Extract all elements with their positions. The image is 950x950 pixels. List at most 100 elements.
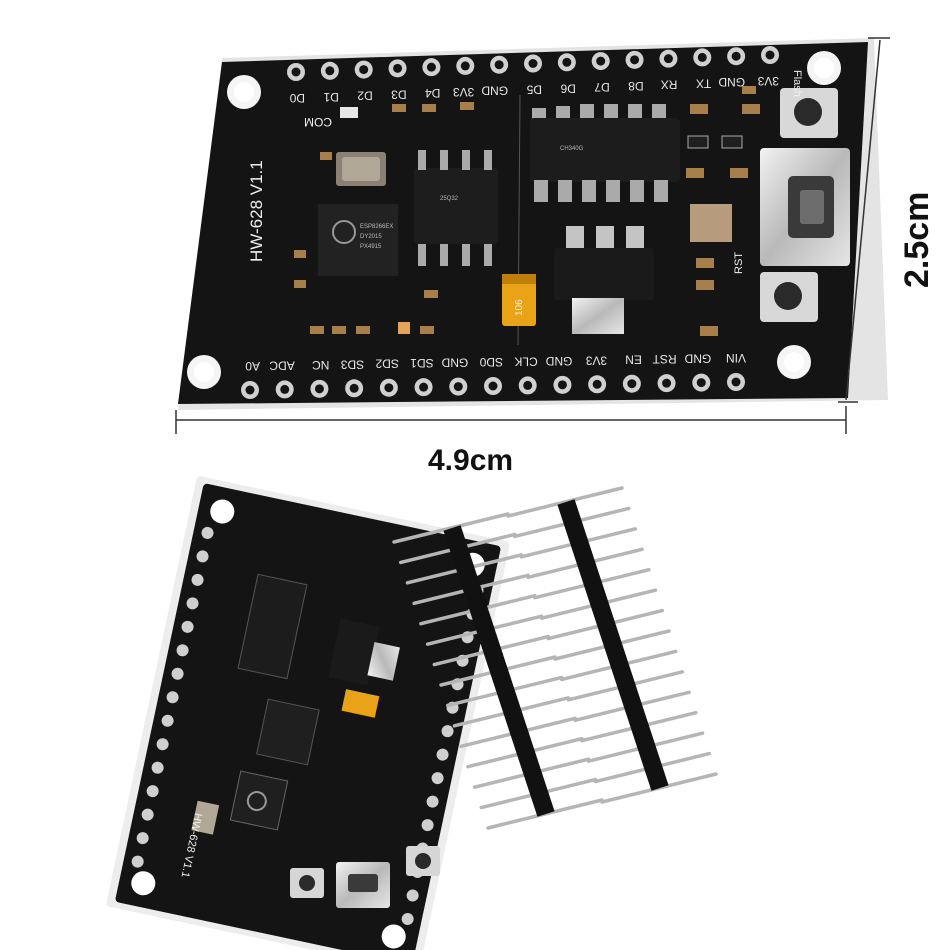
svg-text:25Q32: 25Q32 — [440, 196, 459, 202]
pin-header-1 — [506, 486, 718, 804]
board-model-label: HW-628 V1.1 — [247, 160, 266, 262]
small-pin-top-5 — [156, 738, 169, 751]
svg-text:106: 106 — [514, 299, 525, 316]
pin-label-bottom-5: SD1 — [410, 356, 434, 370]
micro-usb-port[interactable] — [760, 148, 850, 266]
pin-label-bottom-12: RST — [652, 352, 677, 366]
svg-text:Flash: Flash — [791, 70, 803, 97]
bottom-pin-row: A0 ADC NC SD3 SD2 SD1 GND SD0 CLK GND 3V3 EN RST GND V… — [241, 351, 746, 399]
small-pin-top-7 — [166, 691, 179, 704]
tantalum-capacitor: 106 — [502, 274, 536, 326]
pin-bottom-2: NC — [310, 358, 329, 398]
pcb — [178, 42, 868, 404]
pin-label-bottom-8: CLK — [514, 354, 537, 368]
header-pin — [392, 512, 510, 544]
small-pin-top-11 — [186, 597, 199, 610]
small-pin-top-14 — [201, 526, 214, 539]
pin-label-top-13: GND — [718, 75, 745, 89]
pin-bottom-1: ADC — [269, 358, 295, 399]
small-pin-top-0 — [131, 855, 144, 868]
svg-text:ESP8266EX: ESP8266EX — [360, 224, 393, 230]
pin-label-top-14: 3V3 — [757, 74, 779, 88]
pin-header-0 — [392, 512, 604, 830]
mounting-holes — [187, 51, 841, 389]
svg-text:COM: COM — [304, 115, 332, 129]
pin-label-top-5: 3V3 — [453, 85, 475, 99]
flash-chip: 25Q32 — [414, 150, 498, 266]
small-top-pin-row — [131, 526, 214, 868]
small-pin-bottom-7 — [436, 748, 449, 761]
header-plastic — [557, 499, 669, 791]
pin-top-14: 3V3 — [757, 46, 779, 88]
pin-top-13: GND — [718, 47, 746, 89]
pin-label-bottom-10: 3V3 — [585, 353, 607, 367]
pin-top-12: TX — [693, 48, 712, 90]
width-dimension: 4.9cm — [175, 406, 847, 477]
svg-text:4.9cm: 4.9cm — [428, 444, 513, 477]
pin-label-bottom-0: A0 — [245, 359, 260, 373]
pin-label-bottom-4: SD2 — [375, 357, 399, 371]
pin-label-top-2: D2 — [357, 89, 373, 103]
pin-bottom-7: SD0 — [479, 355, 503, 395]
header-pin — [506, 486, 624, 518]
pin-top-8: D6 — [557, 53, 576, 95]
pin-bottom-3: SD3 — [340, 357, 364, 398]
pin-label-bottom-11: EN — [625, 353, 642, 367]
small-pin-top-6 — [161, 714, 174, 727]
pin-bottom-9: GND — [545, 354, 572, 394]
small-board-usb — [290, 846, 440, 908]
reset-button[interactable]: RST — [733, 252, 818, 322]
pin-top-3: D3 — [388, 59, 407, 101]
com-led: COM — [304, 107, 358, 129]
pin-bottom-4: SD2 — [375, 357, 399, 397]
pin-label-top-1: D1 — [323, 90, 339, 104]
pin-bottom-14: VIN — [726, 351, 746, 391]
small-pin-top-10 — [181, 620, 194, 633]
flash-button[interactable]: Flash — [780, 70, 838, 138]
svg-text:RST: RST — [733, 252, 745, 274]
pin-top-2: D2 — [354, 60, 373, 103]
svg-text:2.5cm: 2.5cm — [898, 192, 936, 288]
pin-top-10: D8 — [625, 50, 644, 93]
pin-label-bottom-9: GND — [545, 354, 572, 368]
pin-bottom-0: A0 — [241, 359, 260, 399]
esp-chip: ESP8266EX DY2015 PX4915 — [318, 204, 398, 276]
board-angled-view: HW-628 V1.1 — [106, 476, 510, 950]
pin-top-7: D5 — [524, 54, 542, 97]
small-pin-bottom-5 — [426, 795, 439, 808]
small-pin-top-9 — [176, 644, 189, 657]
pin-top-0: D0 — [287, 63, 305, 105]
pin-bottom-6: GND — [441, 356, 468, 396]
pin-label-top-7: D5 — [526, 83, 542, 97]
pin-bottom-5: SD1 — [410, 356, 434, 397]
small-pin-bottom-4 — [421, 819, 434, 832]
pin-bottom-10: 3V3 — [585, 353, 607, 394]
small-pin-top-3 — [146, 785, 159, 798]
small-pin-bottom-1 — [406, 889, 419, 902]
pin-top-9: D7 — [591, 52, 610, 94]
small-pin-top-2 — [141, 808, 154, 821]
pin-label-top-6: GND — [481, 84, 508, 98]
pin-top-1: D1 — [320, 61, 339, 104]
crystal — [336, 152, 386, 186]
header-plastic — [443, 525, 555, 817]
pin-label-bottom-2: NC — [312, 358, 330, 372]
small-pin-top-1 — [136, 832, 149, 845]
pin-bottom-13: GND — [684, 352, 711, 392]
pin-label-top-12: TX — [696, 76, 711, 90]
pin-top-11: RX — [659, 49, 678, 92]
svg-text:PX4915: PX4915 — [360, 244, 382, 250]
pin-bottom-11: EN — [622, 353, 642, 393]
pin-label-bottom-14: VIN — [726, 351, 746, 365]
small-pin-top-8 — [171, 667, 184, 680]
pin-label-top-3: D3 — [391, 87, 407, 101]
pin-top-4: D4 — [422, 58, 441, 100]
pin-label-top-4: D4 — [425, 86, 441, 100]
svg-text:CH340G: CH340G — [560, 146, 584, 152]
pin-label-top-0: D0 — [289, 91, 305, 105]
pin-label-bottom-6: GND — [441, 356, 468, 370]
pin-label-bottom-3: SD3 — [340, 357, 364, 371]
height-dimension: 2.5cm — [838, 37, 936, 403]
small-pin-top-4 — [151, 761, 164, 774]
